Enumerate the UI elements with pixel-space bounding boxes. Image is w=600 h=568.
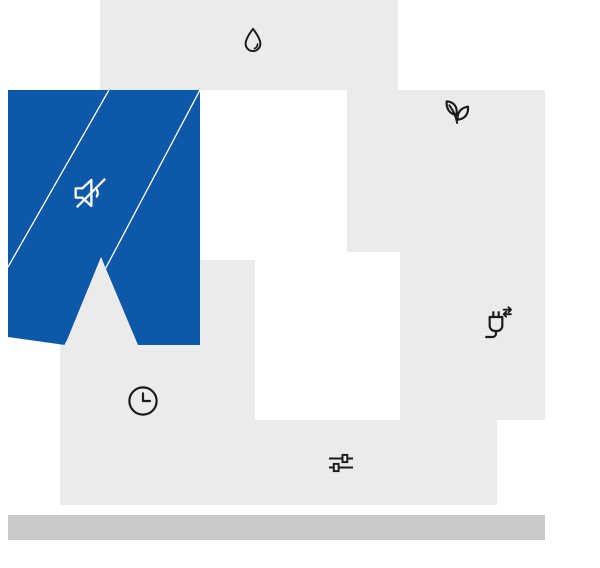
settings-sliders-button[interactable] bbox=[323, 445, 359, 481]
panel-bottom bbox=[200, 420, 497, 505]
panel-right-lower bbox=[400, 160, 545, 420]
bottom-bar bbox=[8, 515, 545, 540]
blue-ribbon-banner bbox=[8, 90, 200, 346]
volume-mute-icon bbox=[68, 170, 114, 216]
clock-button[interactable] bbox=[124, 382, 162, 420]
plug-connection-icon bbox=[476, 301, 516, 341]
volume-mute-button[interactable] bbox=[68, 170, 114, 216]
clock-icon bbox=[124, 382, 162, 420]
eco-button[interactable] bbox=[436, 92, 476, 132]
ribbon-shape bbox=[8, 90, 200, 345]
settings-sliders-icon bbox=[323, 445, 359, 481]
eco-leaves-icon bbox=[436, 92, 476, 132]
water-drop-button[interactable] bbox=[236, 24, 270, 58]
plug-connection-button[interactable] bbox=[476, 301, 516, 341]
water-drop-icon bbox=[236, 24, 270, 58]
panel-top bbox=[100, 0, 398, 90]
